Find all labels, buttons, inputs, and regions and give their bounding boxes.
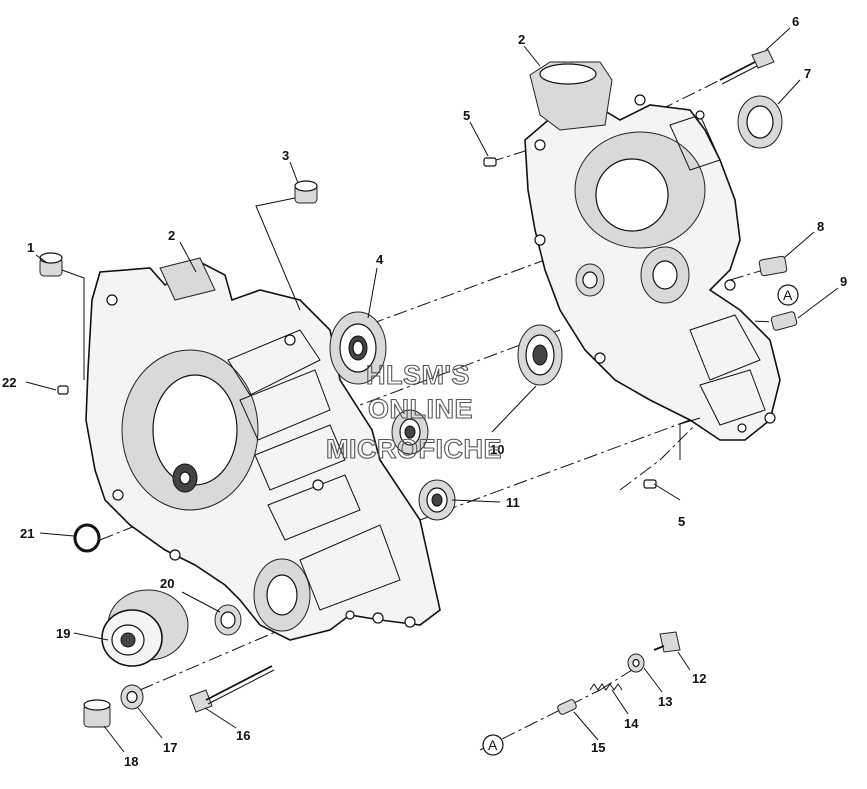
label-1: 1 <box>27 240 34 255</box>
ref-a-upper-label: A <box>783 287 793 303</box>
part-17-washer <box>120 684 144 710</box>
label-18: 18 <box>124 754 138 769</box>
label-10: 10 <box>490 442 504 457</box>
part-16-bolt <box>189 665 275 713</box>
part-10-bearing <box>517 324 563 386</box>
part-4-bearing <box>329 311 387 385</box>
part-3-sleeve <box>294 180 318 204</box>
part-18-plug <box>83 699 111 728</box>
watermark-line-1: HLSM'S <box>366 360 470 390</box>
part-14-spring <box>589 683 623 691</box>
part-7-oil-seal <box>737 95 783 149</box>
label-8: 8 <box>817 219 824 234</box>
left-crankcase <box>85 257 441 641</box>
label-2-right: 2 <box>518 32 525 47</box>
bearing-inner <box>391 409 429 455</box>
watermark-line-2: ONLINE <box>368 394 473 424</box>
part-5-pin-upper <box>483 157 497 167</box>
label-16: 16 <box>236 728 250 743</box>
part-13-washer <box>627 653 645 673</box>
leader-lines <box>25 27 839 753</box>
label-11: 11 <box>506 495 520 510</box>
part-9-fitting <box>770 311 798 331</box>
label-2-left: 2 <box>168 228 175 243</box>
label-17: 17 <box>163 740 177 755</box>
reference-mark-a-lower: A <box>482 734 504 756</box>
part-6-bolt <box>719 49 775 85</box>
part-labels: 1 2 2 3 4 5 5 6 7 8 9 10 11 12 13 14 15 … <box>2 14 847 769</box>
right-crankcase <box>524 61 781 441</box>
part-12-bolt <box>653 631 681 653</box>
label-20: 20 <box>160 576 174 591</box>
ref-a-lower-label: A <box>488 737 498 753</box>
part-21-o-ring <box>73 523 101 553</box>
part-20-seal <box>214 604 242 636</box>
part-11-bearing <box>418 479 456 521</box>
label-4: 4 <box>376 252 384 267</box>
label-21: 21 <box>20 526 34 541</box>
part-19-pulley <box>101 589 189 667</box>
part-22-pin <box>57 385 69 395</box>
label-15: 15 <box>591 740 605 755</box>
label-5-upper: 5 <box>463 108 470 123</box>
part-15-plunger <box>557 699 577 715</box>
label-22: 22 <box>2 375 16 390</box>
label-13: 13 <box>658 694 672 709</box>
label-12: 12 <box>692 671 706 686</box>
label-5-lower: 5 <box>678 514 685 529</box>
part-1-collar <box>39 252 63 277</box>
watermark-line-3: MICROFICHE <box>326 434 502 464</box>
watermark: HLSM'S ONLINE MICROFICHE <box>325 359 502 464</box>
label-6: 6 <box>792 14 799 29</box>
label-7: 7 <box>804 66 811 81</box>
label-9: 9 <box>840 274 847 289</box>
label-19: 19 <box>56 626 70 641</box>
part-8-dowel <box>758 255 788 277</box>
label-3: 3 <box>282 148 289 163</box>
part-5-pin-lower <box>643 479 657 489</box>
label-14: 14 <box>624 716 639 731</box>
reference-mark-a-upper: A <box>777 284 799 306</box>
